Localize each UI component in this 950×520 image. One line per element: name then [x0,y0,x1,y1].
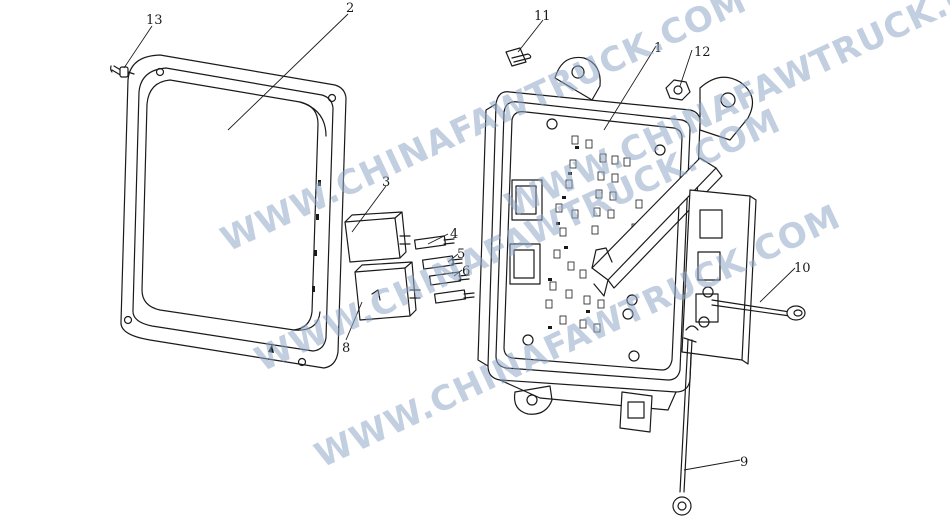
ground-wire-9 [672,325,699,516]
relay-3 [344,211,411,263]
cover-plate [120,54,347,369]
callout-2: 2 [346,1,354,16]
callout-numbers: 2 13 3 4 5 6 8 11 12 1 10 9 [146,1,811,470]
bolt-11 [505,47,532,67]
callout-13: 13 [146,13,163,28]
callout-8: 8 [342,341,350,356]
fuse-box-housing [477,56,757,433]
screw-13 [110,65,135,78]
leader-lines [123,13,796,471]
callout-11: 11 [534,9,551,24]
callout-5: 5 [457,247,465,262]
callout-12: 12 [694,45,711,60]
nut-12 [665,79,691,101]
callout-3: 3 [382,175,390,190]
callout-10: 10 [794,261,811,276]
relay-8 [354,261,421,321]
callout-4: 4 [450,227,458,242]
callout-6: 6 [462,264,470,279]
callout-9: 9 [740,455,748,470]
callout-1: 1 [654,41,662,56]
bolt-10 [711,299,806,321]
